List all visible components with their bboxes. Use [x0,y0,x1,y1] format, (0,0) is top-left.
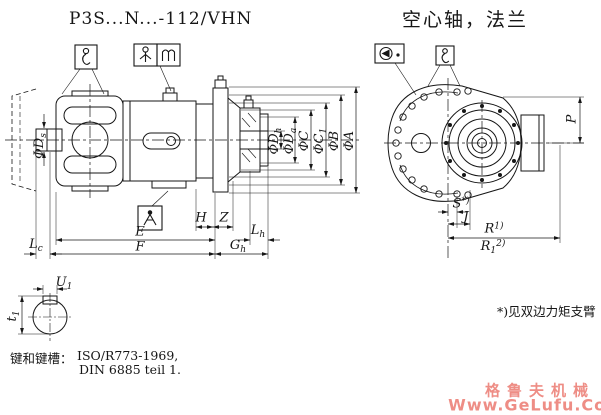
oil-drain-plug-icon [137,205,163,231]
right-view-drawing [384,62,584,258]
breather-plug-icon [133,43,158,67]
dim-label-z: Z [219,210,229,226]
dim-label-h: H [195,210,207,226]
dim-label-p: P [564,114,580,124]
dim-label-lc: Lc [29,237,43,254]
dim-label-lh: Lh [250,223,266,240]
key-note-label: 键和键槽： [10,351,73,366]
dim-label-u1: U1 [55,275,73,292]
dim-label-s: S*) [452,196,470,212]
lifting-hook-icon-2 [435,45,455,66]
key-note-standard-2: DIN 6885 teil 1. [79,362,181,377]
page-title-model: P3S...N...-112/VHN [69,9,253,29]
watermark-brand: 格鲁夫机械 [484,381,596,400]
page-title-variant: 空心轴，法兰 [402,9,529,31]
key-note-standard-1: ISO/R773-1969, [77,348,179,363]
dim-label-e: E [135,224,145,240]
dim-label-j: J [463,209,469,225]
watermark-url: Www.GeLufu.Com [448,395,601,415]
dim-label-phi-ds: ΦDs [32,133,49,159]
dim-label-t1: t1 [5,310,22,322]
dim-label-r1: R1) [484,221,504,237]
dim-label-gh: Gh [229,238,247,255]
dim-label-r1-2: R12) [480,239,506,256]
footnote-torque-arm: *)见双边力矩支臂 [497,304,596,319]
oil-level-plug-icon [156,43,181,67]
rotation-direction-icon [374,43,405,64]
dim-label-phi-a: ΦA [342,130,357,152]
keyway-detail-drawing [18,285,72,341]
lifting-hook-icon [74,44,98,70]
dim-label-f: F [135,239,145,255]
left-view-drawing [5,65,362,259]
